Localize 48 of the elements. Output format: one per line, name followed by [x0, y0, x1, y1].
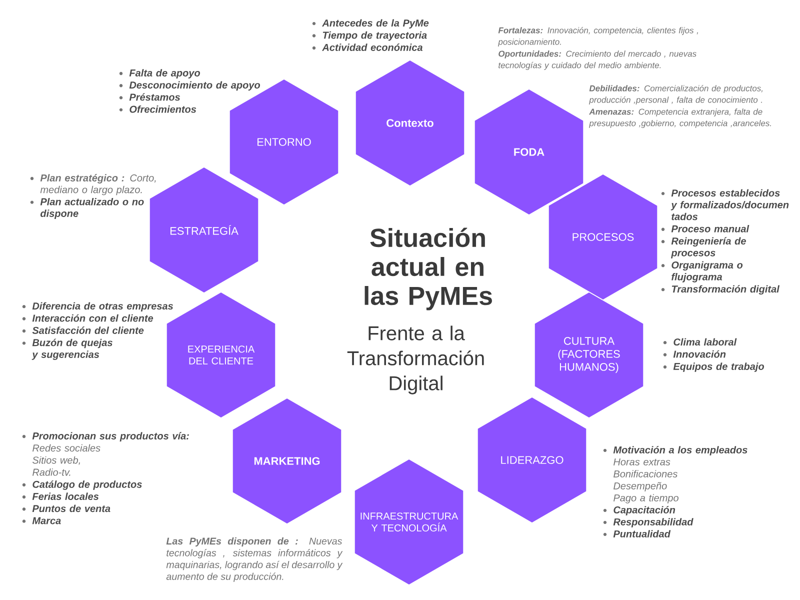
note-text: Oportunidades: Crecimiento del mercado , nuevas tecnologías y cuidado del medio ambiente.	[498, 50, 696, 70]
note-text: Debilidades: Comercialización de productos, producción ,personal , falta de conocimiento .	[589, 85, 763, 104]
list-item: Falta de apoyo	[129, 69, 200, 78]
list-item: Préstamos	[129, 93, 180, 101]
list-item: Ferias locales	[32, 492, 99, 500]
hexagon: CULTURA (FACTORES HUMANOS)	[534, 292, 644, 418]
sub-item: Horas extras	[614, 458, 670, 466]
list-item: Ofrecimientos	[130, 105, 196, 113]
list-item: Interacción con el cliente	[32, 314, 154, 322]
hexagon: MARKETING	[232, 398, 342, 524]
list-item: Antecedes de la PyMe	[322, 19, 429, 29]
note-text: Fortalezas: Innovación, competencia, clientes fijos , posicionamiento.	[498, 27, 698, 46]
sub-item: Pago a tiempo	[614, 494, 678, 504]
hexagon: PROCESOS	[548, 174, 658, 300]
sub-item: Radio-tv.	[32, 468, 70, 476]
hexagon: LIDERAZGO	[478, 398, 586, 522]
list-item: Responsabilidad	[613, 518, 694, 528]
hexagon: INFRAESTRUCTURA Y TECNOLOGÍA	[354, 460, 464, 584]
list-item: Promocionan sus productos vía:	[32, 432, 189, 442]
list-item: Procesos establecidos y formalizados/documen tados	[670, 189, 789, 220]
list-item: Clima laboral	[674, 338, 737, 346]
hexagon: Contexto	[356, 60, 464, 186]
list-item: Transformación digital	[672, 285, 780, 295]
list-item: Satisfacción del cliente	[32, 326, 144, 334]
list-item: Reingeniería de procesos	[671, 237, 746, 258]
list-item: Organigrama o flujograma	[672, 261, 743, 282]
list-item: Puntualidad	[613, 530, 671, 538]
hexagon: FODA	[474, 90, 584, 214]
sub-item: Desempeño	[614, 482, 667, 492]
list-item: Puntos de venta	[32, 504, 110, 512]
list-item: Buzón de quejas y sugerencias	[32, 338, 112, 360]
sub-item: Redes sociales	[32, 444, 100, 452]
list-item: Capacitación	[614, 506, 676, 516]
list-item: Equipos de trabajo	[673, 362, 764, 372]
list-item: Marca	[32, 517, 61, 524]
list-item: Innovación	[673, 350, 726, 358]
list-item: Proceso manual	[671, 225, 750, 232]
sub-item: Bonificaciones	[614, 470, 678, 478]
list-item: Plan actualizado o no dispone	[40, 198, 144, 219]
list-item: Catálogo de productos	[32, 480, 142, 490]
list-item: Actividad económica	[322, 44, 422, 51]
note-text: Amenazas: Competencia extranjera, falta de presupuesto ,gobierno, competencia ,aranceles.	[589, 108, 771, 128]
sub-item: Sitios web,	[32, 456, 80, 465]
list-item: Tiempo de trayectoria	[322, 31, 427, 41]
title: Situación actual en las PyMEs	[364, 228, 492, 310]
note-text: Las PyMEs disponen de : Nuevas tecnologías , sistemas informáticos y maquinarias, logrando así el desarrollo y aumento de su producción.	[166, 537, 343, 582]
subtitle: Frente a la Transformación Digital	[347, 326, 484, 394]
list-item: Motivación a los empleados	[613, 446, 748, 456]
